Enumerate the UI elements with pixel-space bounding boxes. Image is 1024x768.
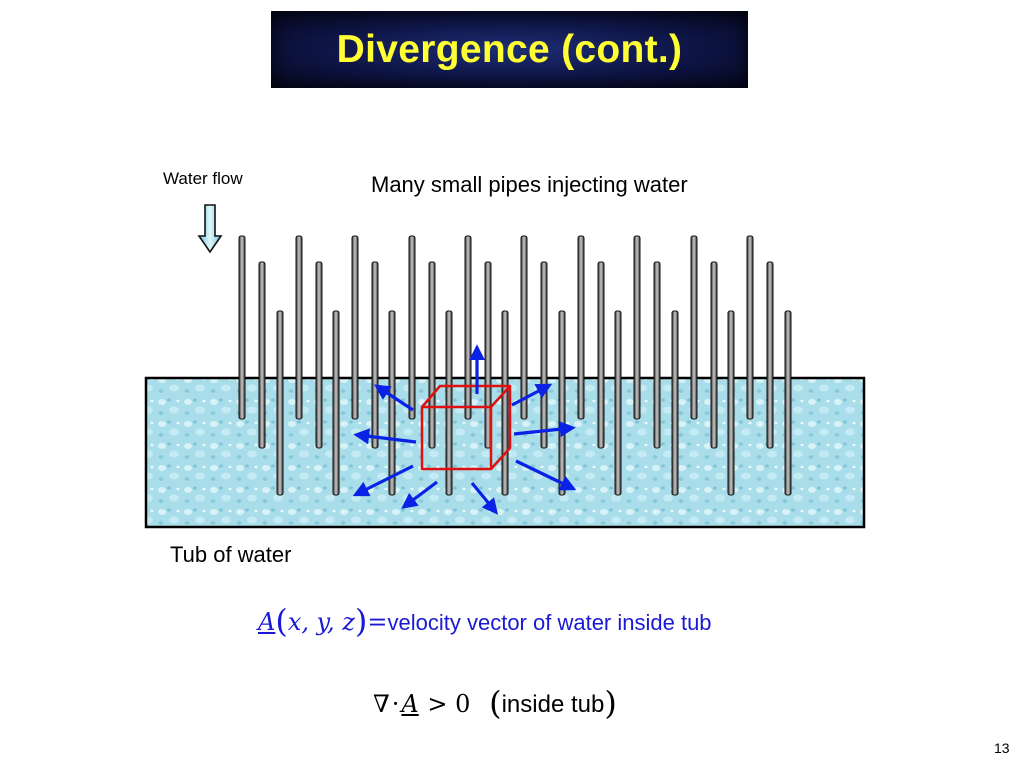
- pipe: [332, 310, 340, 496]
- equals-sign: =: [367, 608, 388, 636]
- paren-open: (: [489, 684, 502, 722]
- pipe: [766, 261, 774, 449]
- pipe: [784, 310, 792, 496]
- vector-symbol: A: [401, 690, 419, 718]
- equation-note: inside tub: [501, 691, 605, 718]
- pipe: [746, 235, 754, 420]
- pipe: [371, 261, 379, 449]
- pipe: [520, 235, 528, 420]
- pipe: [484, 261, 492, 449]
- paren-close: ): [604, 684, 617, 722]
- title-banner: Divergence (cont.): [271, 11, 748, 88]
- paren-open: (: [275, 602, 288, 640]
- vector-symbol: A: [258, 608, 276, 636]
- page-number: 13: [994, 740, 1010, 756]
- pipe: [653, 261, 661, 449]
- flux-arrow: [511, 383, 553, 407]
- pipe: [690, 235, 698, 420]
- flux-arrow: [401, 480, 438, 509]
- pipes-label: Many small pipes injecting water: [371, 172, 688, 197]
- slide-title: Divergence (cont.): [336, 27, 683, 71]
- pipe: [445, 310, 453, 496]
- pipe: [614, 310, 622, 496]
- water-flow-arrow-icon: [197, 204, 223, 254]
- divergence-equation: ∇·A > 0 (inside tub): [373, 682, 617, 722]
- pipe: [727, 310, 735, 496]
- water-flow-label: Water flow: [163, 169, 243, 188]
- nabla-symbol: ∇: [373, 690, 390, 718]
- inequality: > 0: [427, 690, 471, 718]
- flux-arrow: [515, 459, 577, 491]
- pipe: [238, 235, 246, 420]
- pipe: [295, 235, 303, 420]
- pipe: [315, 261, 323, 449]
- paren-close: ): [354, 602, 368, 640]
- velocity-equation: A(x, y, z)=velocity vector of water insi…: [258, 600, 712, 640]
- pipe: [464, 235, 472, 420]
- flux-arrow: [470, 481, 499, 515]
- flux-arrows: [352, 344, 577, 515]
- pipe: [258, 261, 266, 449]
- pipe: [388, 310, 396, 496]
- pipe: [671, 310, 679, 496]
- pipe: [597, 261, 605, 449]
- dot-operator: ·: [391, 690, 400, 718]
- pipe: [276, 310, 284, 496]
- equation-arguments: x, y, z: [287, 608, 355, 636]
- flux-arrow: [353, 428, 417, 445]
- flux-arrow: [373, 384, 414, 412]
- pipe: [428, 261, 436, 449]
- control-volume-cube: [420, 384, 512, 471]
- pipe: [408, 235, 416, 420]
- pipe: [577, 235, 585, 420]
- tub-label: Tub of water: [170, 542, 292, 567]
- pipe: [501, 310, 509, 496]
- equation-description: velocity vector of water inside tub: [387, 610, 712, 635]
- flux-arrow: [513, 421, 576, 438]
- pipe: [558, 310, 566, 496]
- flux-arrow: [352, 464, 414, 497]
- pipe: [710, 261, 718, 449]
- pipe: [540, 261, 548, 449]
- pipes: [238, 235, 792, 496]
- pipe: [351, 235, 359, 420]
- pipe: [633, 235, 641, 420]
